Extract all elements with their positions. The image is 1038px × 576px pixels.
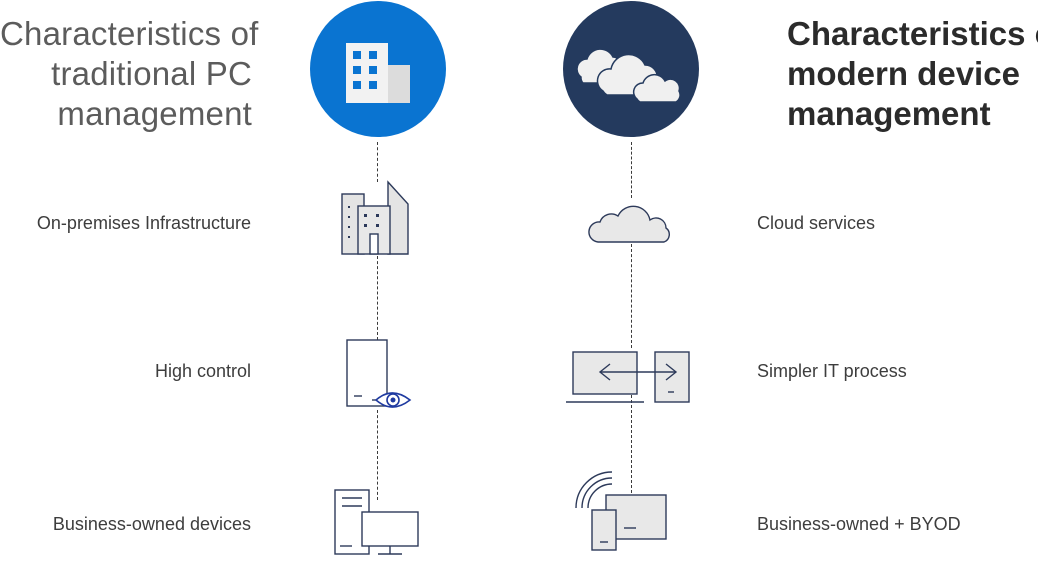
modern-title: Characteristics of modern device managem… — [787, 14, 1038, 134]
cloud-icon — [586, 196, 672, 246]
traditional-title-line-3: management — [57, 95, 252, 132]
modern-title-line-1: Characteristics of — [787, 15, 1038, 52]
traditional-connector-1 — [377, 142, 378, 182]
laptop-sync-icon — [564, 348, 694, 406]
traditional-connector-2 — [377, 256, 378, 340]
label-simpler-it: Simpler IT process — [757, 361, 907, 381]
office-building-icon — [346, 43, 410, 103]
buildings-icon — [336, 176, 416, 260]
clouds-icon — [576, 48, 681, 103]
label-business-owned: Business-owned devices — [52, 514, 251, 534]
modern-title-line-3: management — [787, 95, 991, 132]
wireless-devices-icon — [570, 466, 670, 554]
traditional-circle — [310, 1, 446, 137]
label-high-control: High control — [154, 361, 251, 381]
modern-circle — [563, 1, 699, 137]
traditional-title-line-1: Characteristics of — [0, 15, 259, 52]
label-on-premises: On-premises Infrastructure — [36, 213, 251, 233]
modern-connector-2 — [631, 244, 632, 348]
device-eye-icon — [344, 338, 414, 412]
modern-title-line-2: modern device — [787, 55, 1020, 92]
traditional-title: Characteristics of traditional PC manage… — [0, 14, 259, 134]
desktop-tower-icon — [332, 488, 422, 558]
modern-connector-3 — [631, 395, 632, 493]
modern-connector-1 — [631, 142, 632, 198]
traditional-title-line-2: traditional PC — [51, 55, 252, 92]
label-cloud-services: Cloud services — [757, 213, 876, 233]
traditional-connector-3 — [377, 410, 378, 500]
label-byod: Business-owned + BYOD — [757, 514, 961, 534]
